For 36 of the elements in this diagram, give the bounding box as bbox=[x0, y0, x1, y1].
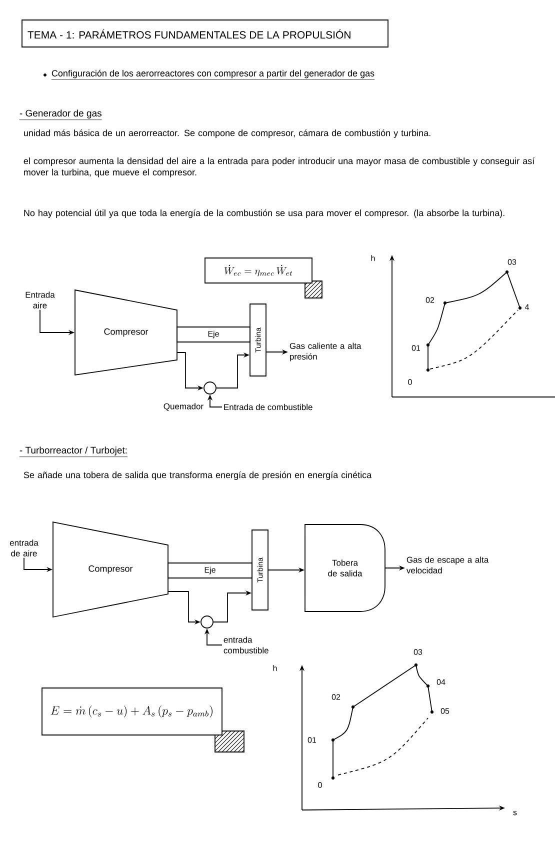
point-label: 0 bbox=[318, 782, 322, 788]
paragraph: unidad más básica de un aerorreactor. Se compone de compresor, cámara de combustión y turbina. bbox=[24, 129, 430, 138]
subtitle: Configuración de los aerorreactores con compresor a partir del generador de gas bbox=[51, 70, 375, 80]
point-label: 02 bbox=[332, 694, 340, 700]
point-label: 02 bbox=[426, 297, 434, 303]
fuel-inlet-label: entrada combustible bbox=[224, 636, 268, 654]
shaft: Eje bbox=[176, 326, 250, 342]
point-label: 4 bbox=[524, 304, 529, 310]
nozzle: Tobera de salida bbox=[304, 524, 386, 612]
point-label: 03 bbox=[414, 649, 422, 655]
point-label: 05 bbox=[440, 708, 450, 714]
shaft: Eje bbox=[168, 562, 252, 578]
paragraph: Se añade una tobera de salida que transforma energía de presión en energía cinética bbox=[24, 471, 372, 480]
fuel-inlet-label: Entrada de combustible bbox=[224, 404, 312, 410]
section-heading: - Generador de gas bbox=[19, 110, 102, 120]
paragraph: el compresor aumenta la densidad del aire a la entrada para poder introducir una mayor masa de combustible y conseguir así mover la turbina, que mueve el compresor. bbox=[24, 157, 535, 178]
inlet-label: entrada de aire bbox=[10, 540, 38, 556]
formula-box: $E=\dot{m}\,(c_s-u)+A_s\,(p_s-p_{amb})$ bbox=[42, 688, 222, 736]
point-label: 01 bbox=[308, 737, 316, 743]
outlet-label: Gas de escape a alta velocidad bbox=[406, 556, 489, 574]
inlet-label: Entrada aire bbox=[26, 292, 55, 308]
paragraph: No hay potencial útil ya que toda la energía de la combustión se usa para mover el compresor. (la absorbe la turbina). bbox=[24, 209, 504, 218]
burner-label: Quemador bbox=[164, 403, 204, 411]
axis-label: s bbox=[513, 810, 517, 816]
point-label: 01 bbox=[412, 345, 420, 351]
point-label: 04 bbox=[436, 679, 446, 685]
point-label: 0 bbox=[408, 379, 412, 385]
title-box: TEMA - 1: PARÁMETROS FUNDAMENTALES DE LA PROPULSIÓN bbox=[22, 20, 388, 48]
section-heading: - Turborreactor / Turbojet: bbox=[19, 446, 128, 458]
burner-circle bbox=[200, 616, 214, 628]
point-label: 03 bbox=[508, 259, 516, 265]
burner-circle bbox=[204, 382, 216, 394]
outlet-label: Gas caliente a alta presión bbox=[290, 342, 362, 362]
axis-label: h bbox=[273, 665, 277, 671]
axis-label: h bbox=[371, 255, 375, 261]
formula-box: $\dot{W}_{ec}=\eta_{mec}\,\dot{W}_{et}$ bbox=[204, 258, 312, 284]
